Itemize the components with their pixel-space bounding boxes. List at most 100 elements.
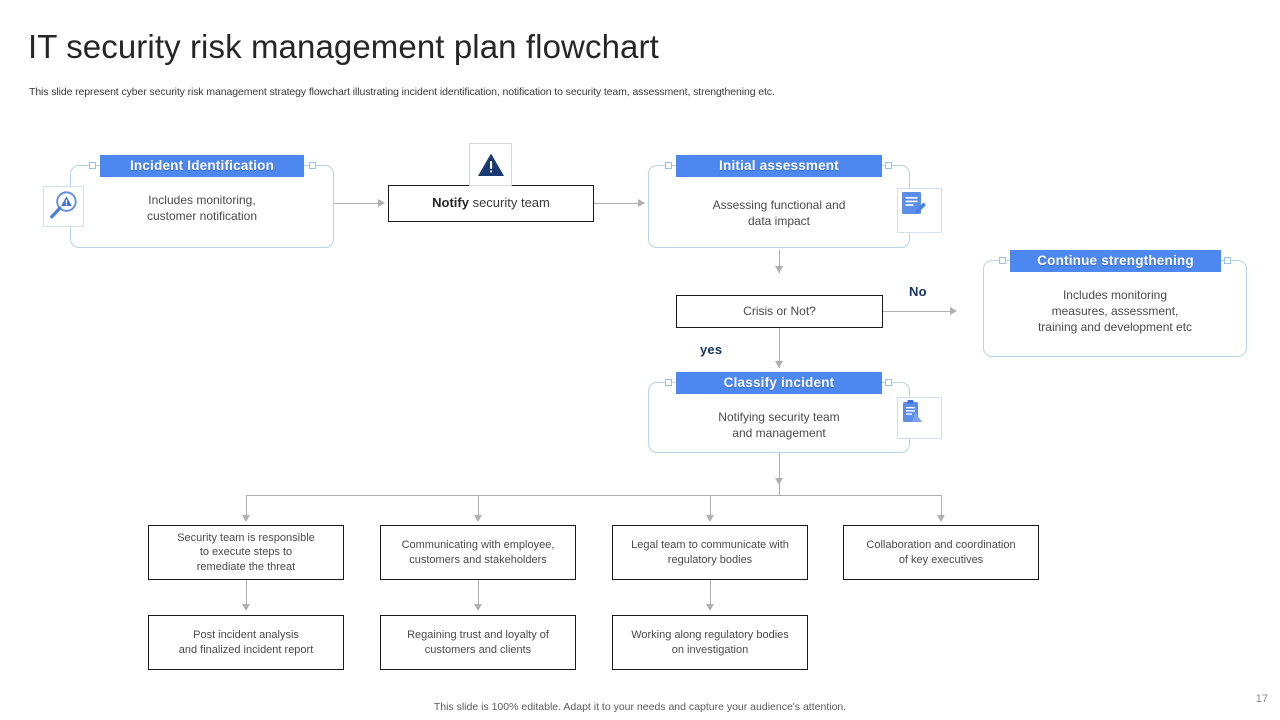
text-line: regulatory bodies [667, 553, 753, 566]
card-header-initial-assessment: Initial assessment [676, 155, 882, 177]
connector-handle-right [885, 379, 892, 386]
text-line: to execute steps to [199, 546, 293, 559]
card-text-line: Assessing functional and [712, 198, 846, 212]
card-header-continue-strengthening: Continue strengthening [1010, 250, 1221, 272]
card-text-continue-strengthening: Includes monitoring measures, assessment… [983, 287, 1247, 335]
distribution-bar [246, 495, 942, 496]
connector-decision-yes [779, 328, 780, 368]
connector-action3-outcome3 [710, 580, 711, 605]
connector-decision-no [883, 311, 953, 312]
card-text-initial-assessment: Assessing functional and data impact [648, 197, 910, 229]
outcome-box[interactable]: Regaining trust and loyalty of customers… [380, 615, 576, 670]
action-box[interactable]: Security team is responsible to execute … [148, 525, 344, 580]
drop-line-3 [710, 495, 711, 520]
arrow-action-2 [474, 515, 482, 522]
connector-classify-down [779, 453, 780, 495]
card-header-incident-identification: Incident Identification [100, 155, 304, 177]
outcome-box-text: Post incident analysis and finalized inc… [179, 628, 314, 657]
connector-ia-to-decision [779, 250, 780, 273]
document-edit-icon [902, 192, 926, 214]
arrow-notify-to-ia [638, 199, 645, 207]
node-crisis-decision[interactable]: Crisis or Not? [676, 295, 883, 328]
action-box[interactable]: Collaboration and coordination of key ex… [843, 525, 1039, 580]
magnifier-warning-iconbox[interactable] [43, 186, 84, 227]
arrow-outcome-3 [706, 604, 714, 611]
drop-line-1 [246, 495, 247, 520]
card-continue-strengthening[interactable]: Continue strengthening Includes monitori… [983, 250, 1247, 357]
arrow-ii-to-notify [378, 199, 385, 207]
page-number: 17 [1255, 693, 1268, 705]
card-classify-incident[interactable]: Classify incident Notifying security tea… [648, 372, 910, 453]
branch-label-yes: yes [700, 342, 723, 357]
card-text-line: Notifying security team [718, 410, 840, 424]
connector-handle-right [309, 162, 316, 169]
arrow-classify-down [775, 478, 783, 485]
warning-iconbox[interactable] [469, 143, 512, 186]
connector-ii-to-notify [334, 203, 380, 204]
outcome-box-text: Regaining trust and loyalty of customers… [407, 628, 549, 657]
drop-line-4 [941, 495, 942, 520]
card-initial-assessment[interactable]: Initial assessment Assessing functional … [648, 155, 910, 248]
drop-line-2 [478, 495, 479, 520]
arrow-decision-no [950, 307, 957, 315]
text-line: Legal team to communicate with [631, 539, 789, 551]
notify-label: Notify security team [432, 196, 550, 211]
clipboard-iconbox[interactable] [897, 397, 942, 439]
text-line: Security team is responsible [177, 531, 315, 544]
arrow-action-4 [937, 515, 945, 522]
connector-handle-left [665, 162, 672, 169]
text-line: customers and stakeholders [409, 553, 547, 566]
text-line: and finalized incident report [178, 643, 314, 656]
action-box[interactable]: Communicating with employee, customers a… [380, 525, 576, 580]
warning-triangle-icon [477, 153, 504, 176]
document-edit-iconbox[interactable] [897, 188, 942, 233]
card-incident-identification[interactable]: Incident Identification Includes monitor… [70, 155, 334, 248]
connector-handle-left [89, 162, 96, 169]
connector-handle-left [665, 379, 672, 386]
card-text-line: and management [732, 426, 826, 440]
card-text-classify-incident: Notifying security team and management [648, 409, 910, 441]
arrow-action-1 [242, 515, 250, 522]
card-text-incident-identification: Includes monitoring, customer notificati… [70, 192, 334, 224]
text-line: customers and clients [424, 643, 532, 656]
connector-action2-outcome2 [478, 580, 479, 605]
action-box-text: Collaboration and coordination of key ex… [866, 538, 1015, 567]
magnifier-warning-icon [50, 191, 77, 219]
text-line: Post incident analysis [193, 629, 299, 641]
text-line: Communicating with employee, [401, 539, 555, 551]
branch-label-no: No [909, 284, 927, 299]
slide-footer: This slide is 100% editable. Adapt it to… [433, 701, 847, 713]
arrow-outcome-2 [474, 604, 482, 611]
action-box-text: Security team is responsible to execute … [177, 531, 315, 575]
connector-notify-to-ia [594, 203, 644, 204]
card-text-line: training and development etc [1037, 320, 1193, 334]
connector-action1-outcome1 [246, 580, 247, 605]
card-text-line: Includes monitoring, [148, 193, 256, 207]
notify-bold-word: Notify [432, 195, 469, 211]
decision-label: Crisis or Not? [743, 304, 816, 319]
text-line: Collaboration and coordination [866, 539, 1016, 551]
arrow-action-3 [706, 515, 714, 522]
clipboard-icon [903, 400, 922, 422]
page-subtitle: This slide represent cyber security risk… [29, 86, 775, 98]
card-body [983, 260, 1247, 357]
card-text-line: customer notification [146, 209, 258, 223]
outcome-box[interactable]: Post incident analysis and finalized inc… [148, 615, 344, 670]
action-box-text: Communicating with employee, customers a… [402, 538, 555, 567]
arrow-decision-yes [775, 361, 783, 368]
text-line: on investigation [671, 643, 749, 656]
page-title: IT security risk management plan flowcha… [28, 28, 659, 65]
text-line: remediate the threat [196, 560, 296, 573]
text-line: Regaining trust and loyalty of [407, 629, 549, 641]
action-box[interactable]: Legal team to communicate with regulator… [612, 525, 808, 580]
connector-handle-right [885, 162, 892, 169]
outcome-box-text: Working along regulatory bodies on inves… [631, 628, 789, 657]
node-notify-security-team[interactable]: Notify security team [388, 185, 594, 222]
connector-handle-left [999, 257, 1006, 264]
text-line: Working along regulatory bodies [631, 629, 789, 641]
connector-handle-right [1224, 257, 1231, 264]
outcome-box[interactable]: Working along regulatory bodies on inves… [612, 615, 808, 670]
notify-rest-word: security team [468, 195, 550, 211]
card-text-line: data impact [747, 214, 811, 228]
